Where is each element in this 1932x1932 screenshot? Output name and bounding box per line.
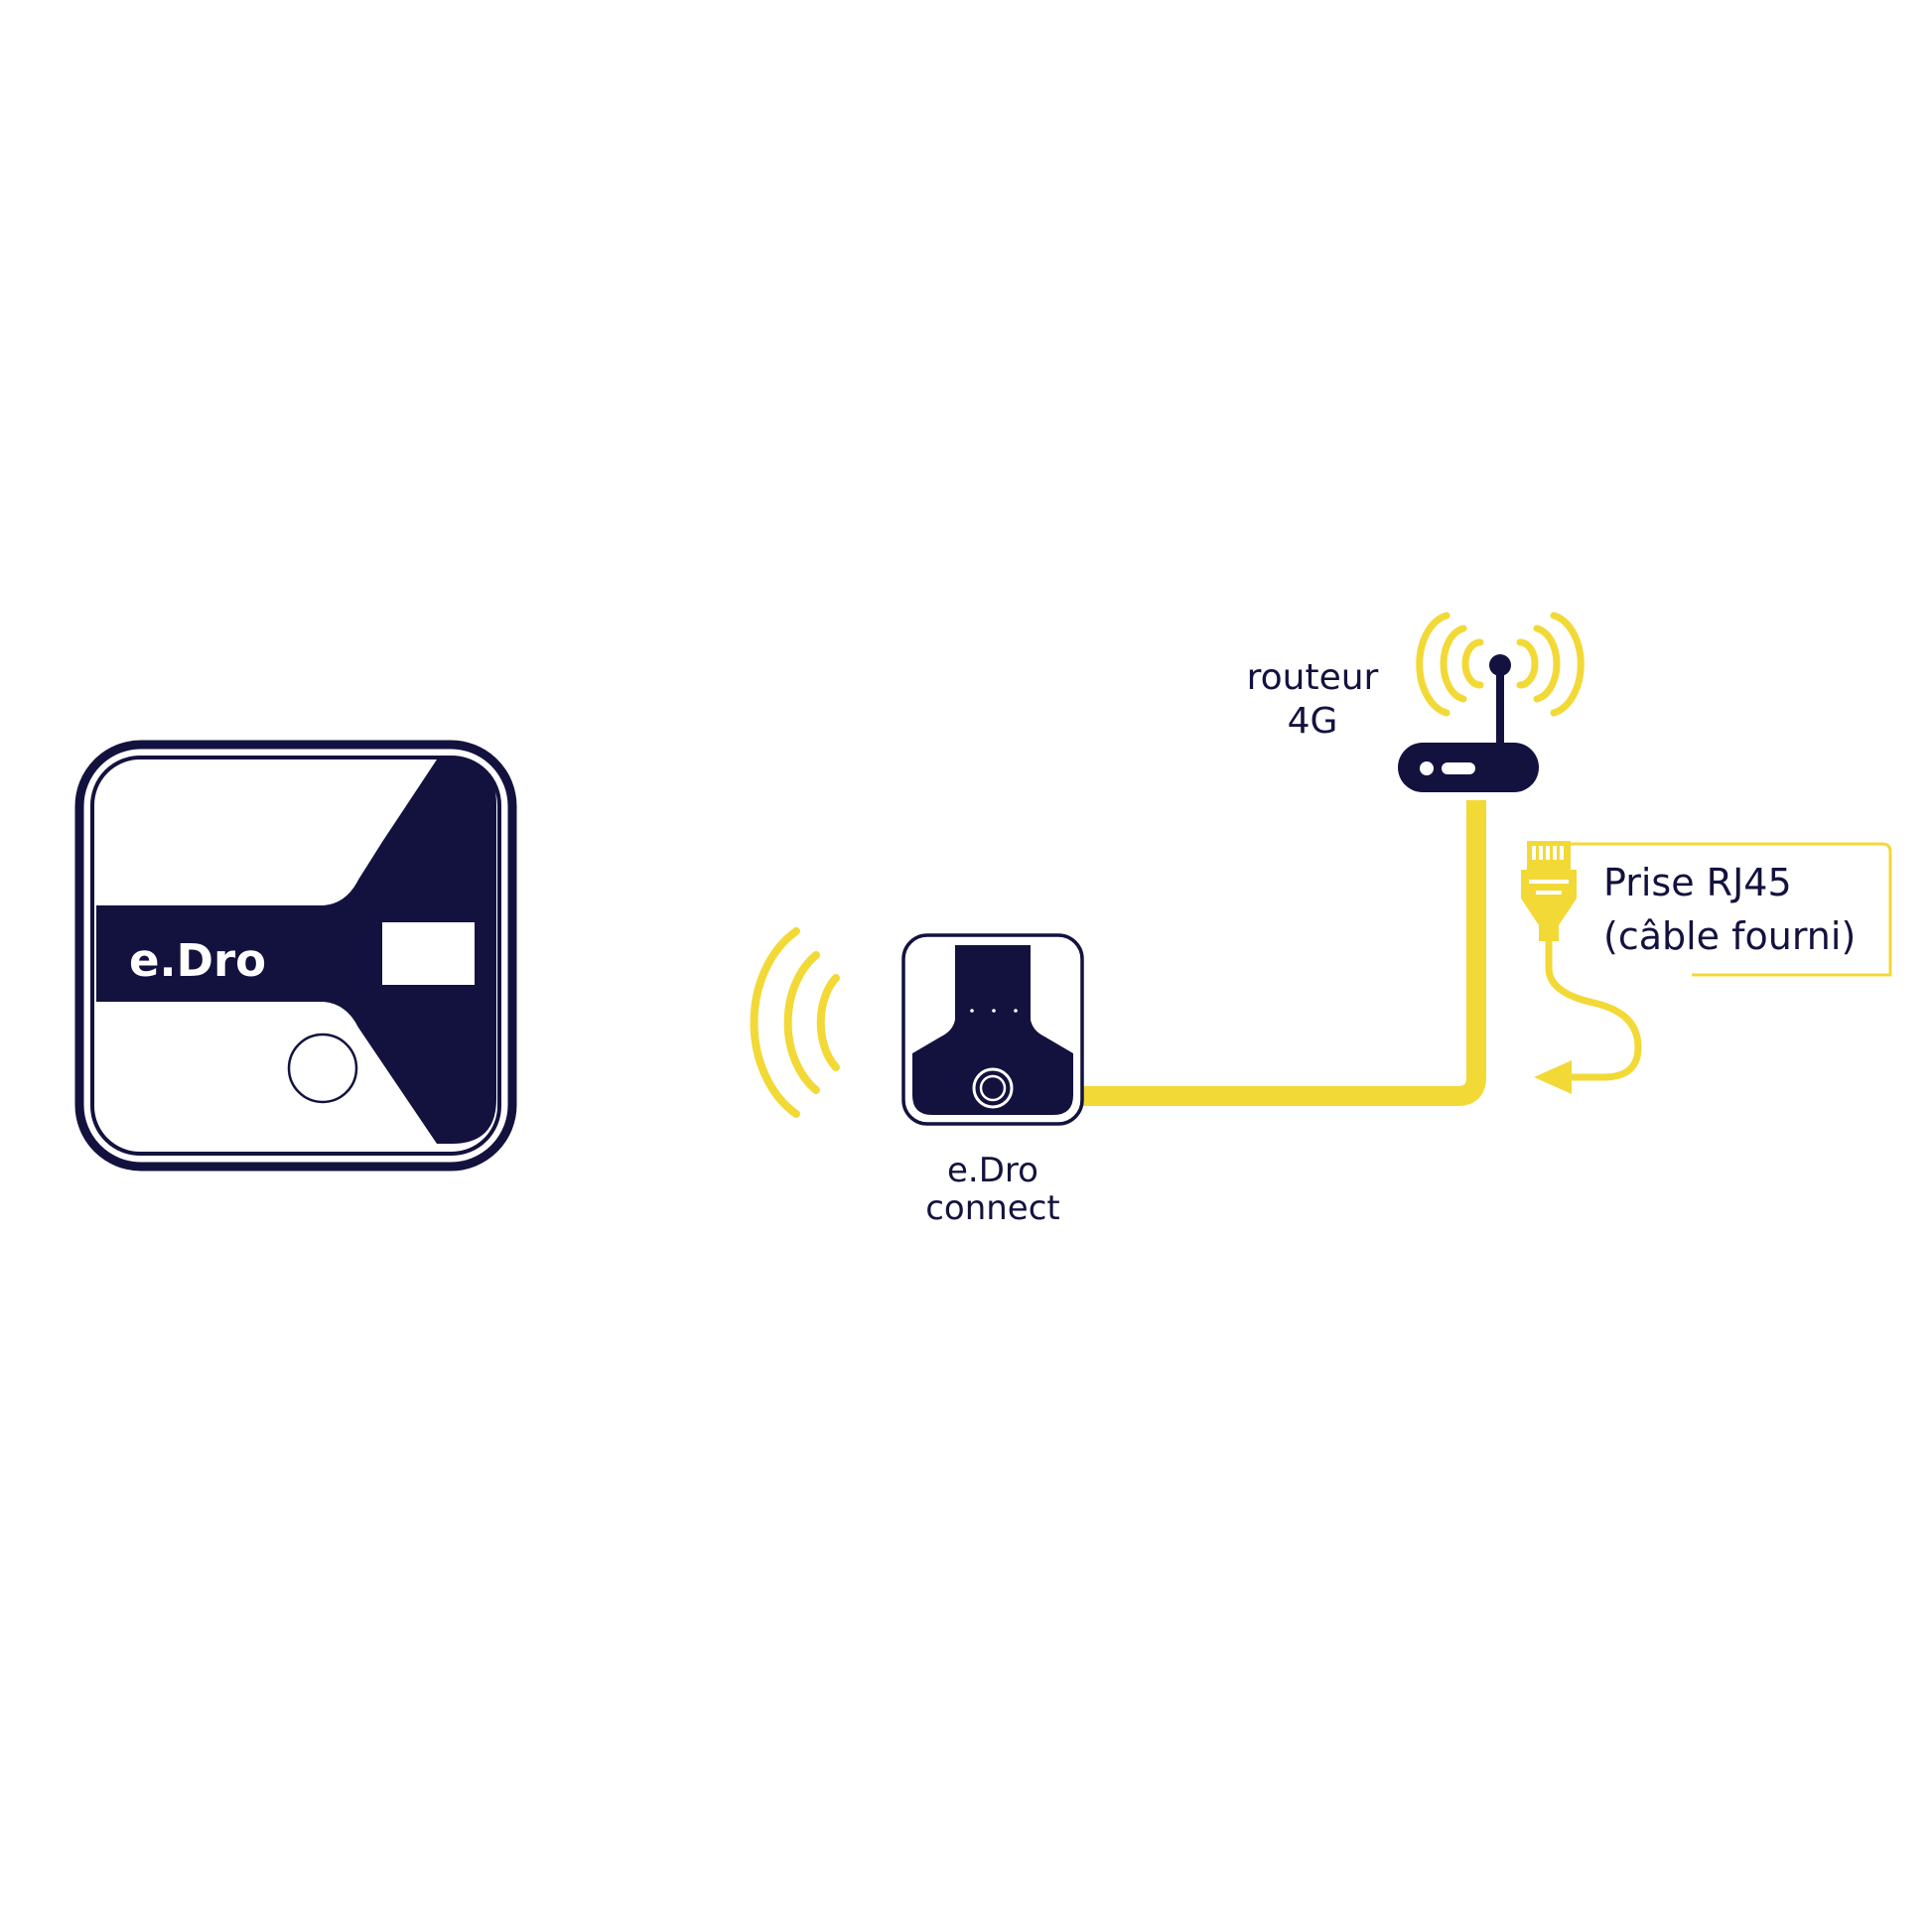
curved-arrow-icon — [1534, 937, 1642, 1094]
edro-connect-box — [901, 933, 1084, 1126]
edro-charger: e.Dro — [74, 740, 517, 1172]
rj45-callout-frame — [1571, 842, 1892, 977]
power-button-icon — [972, 1067, 1014, 1109]
router-label-line2: 4G — [1288, 701, 1338, 742]
rj45-plug-icon — [1521, 841, 1577, 941]
rj45-label-line1: Prise RJ45 — [1603, 861, 1792, 904]
charger-round-button — [287, 1033, 358, 1104]
connect-label-line1: e.Dro — [947, 1151, 1038, 1190]
rj45-label-line2: (câble fourni) — [1603, 914, 1856, 958]
ethernet-cable — [1080, 800, 1486, 1106]
router-label-line1: routeur — [1247, 657, 1379, 698]
wifi-signal-icon — [750, 927, 840, 1118]
connect-label-line2: connect — [925, 1188, 1060, 1228]
charger-display-window — [382, 922, 475, 985]
antenna-signal-icon — [1416, 612, 1585, 717]
charger-front-panel — [96, 759, 496, 1144]
charger-logo: e.Dro — [129, 934, 266, 987]
router-icon — [1398, 654, 1539, 792]
